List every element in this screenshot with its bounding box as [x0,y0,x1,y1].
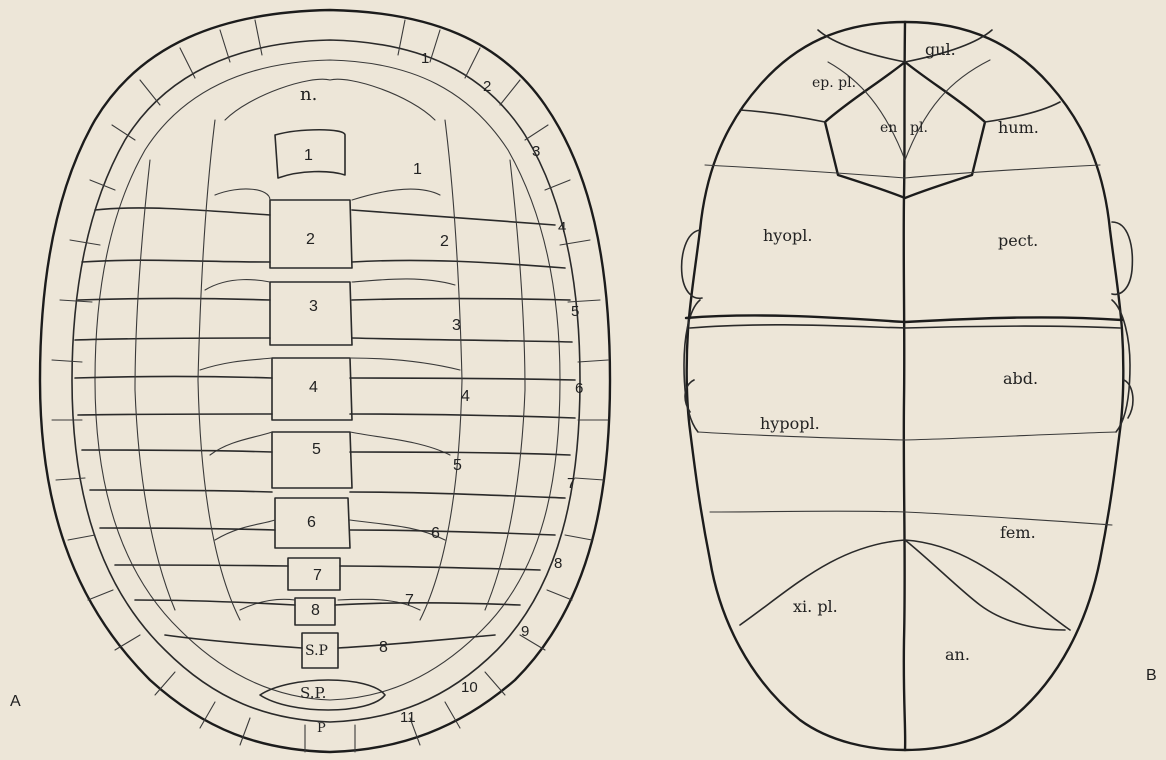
vertebral-label-5: 5 [312,441,321,458]
costal-label-1: 1 [413,161,422,178]
suprapygal-lower-label: S.P. [300,684,326,702]
marginal-label-5: 5 [571,303,579,320]
vertebral-column [260,130,385,710]
carapace-inner-outline [72,40,580,722]
anal-groove [905,540,1065,630]
vertebral-label-8: 8 [311,602,320,619]
marginal-label-1: 1 [421,50,429,67]
suprapygal-upper-label: S.P [305,643,328,659]
abdominal-label: abd. [1003,369,1038,388]
entoplastron-label-right: pl. [910,120,928,136]
xiphiplastron-label: xi. pl. [793,597,838,616]
marginal-label-3: 3 [532,143,540,160]
marginal-label-7: 7 [567,475,575,492]
marginal-label-10: 10 [461,679,478,696]
costal-longitudinal [135,120,525,620]
gular-label: gul. [925,40,956,59]
carapace-labels: n. 1 2 3 4 5 6 7 8 1 2 3 4 5 6 7 8 1 2 3 4 5 6 7 8 9 10 11 S.P S… [300,50,583,736]
plastron-labels: gul. ep. pl. en pl. hum. hyopl. pect. ab… [760,40,1039,664]
marginal-labels: 1 2 3 4 5 6 7 8 9 10 11 [400,50,583,726]
marginal-label-6: 6 [575,380,583,397]
pygal-label: P [317,721,326,736]
figure-letter-b: B [1146,667,1157,685]
axillary-process-right [1112,222,1132,294]
marginal-label-8: 8 [554,555,562,572]
anal-label: an. [945,645,970,664]
vertebral-label-4: 4 [309,379,318,396]
humeral-label: hum. [998,118,1039,137]
marginal-label-9: 9 [521,623,529,640]
vertebral-label-2: 2 [306,231,315,248]
costal-label-5: 5 [453,457,462,474]
epiplastron-label: ep. pl. [812,75,856,91]
costal-label-7: 7 [405,592,414,609]
femoral-label: fem. [1000,523,1036,542]
entoplastron-label-left: en [880,120,897,136]
costal-label-4: 4 [461,388,470,405]
costal-labels: 1 2 3 4 5 6 7 8 [379,161,470,656]
vertebral-label-3: 3 [309,298,318,315]
costal-bands [75,208,575,648]
marginal-label-2: 2 [483,78,491,95]
nuchal-label: n. [300,84,317,105]
vertebral-label-1: 1 [304,147,313,164]
marginal-label-11: 11 [400,709,416,726]
pectoral-label: pect. [998,231,1038,250]
plastron-midline [904,22,905,750]
abdominal-femoral-groove [698,432,1116,440]
epiplastron-left-boundary [740,110,825,122]
figure-letter-a: A [10,693,21,711]
marginal-label-4: 4 [558,219,566,236]
plastron-drawing [682,22,1133,750]
hyoplastron-label: hyopl. [763,226,812,245]
costal-label-8: 8 [379,639,388,656]
vertebral-label-6: 6 [307,514,316,531]
vertebral-label-7: 7 [313,567,322,584]
costal-label-6: 6 [431,525,440,542]
humeral-pectoral-groove-left [705,165,905,178]
hypoplastron-label: hypopl. [760,414,820,433]
costal-label-2: 2 [440,233,449,250]
humeral-pectoral-groove-right [905,165,1100,178]
femoral-groove [710,511,1112,525]
carapace-drawing [40,10,610,752]
costal-label-3: 3 [452,317,461,334]
